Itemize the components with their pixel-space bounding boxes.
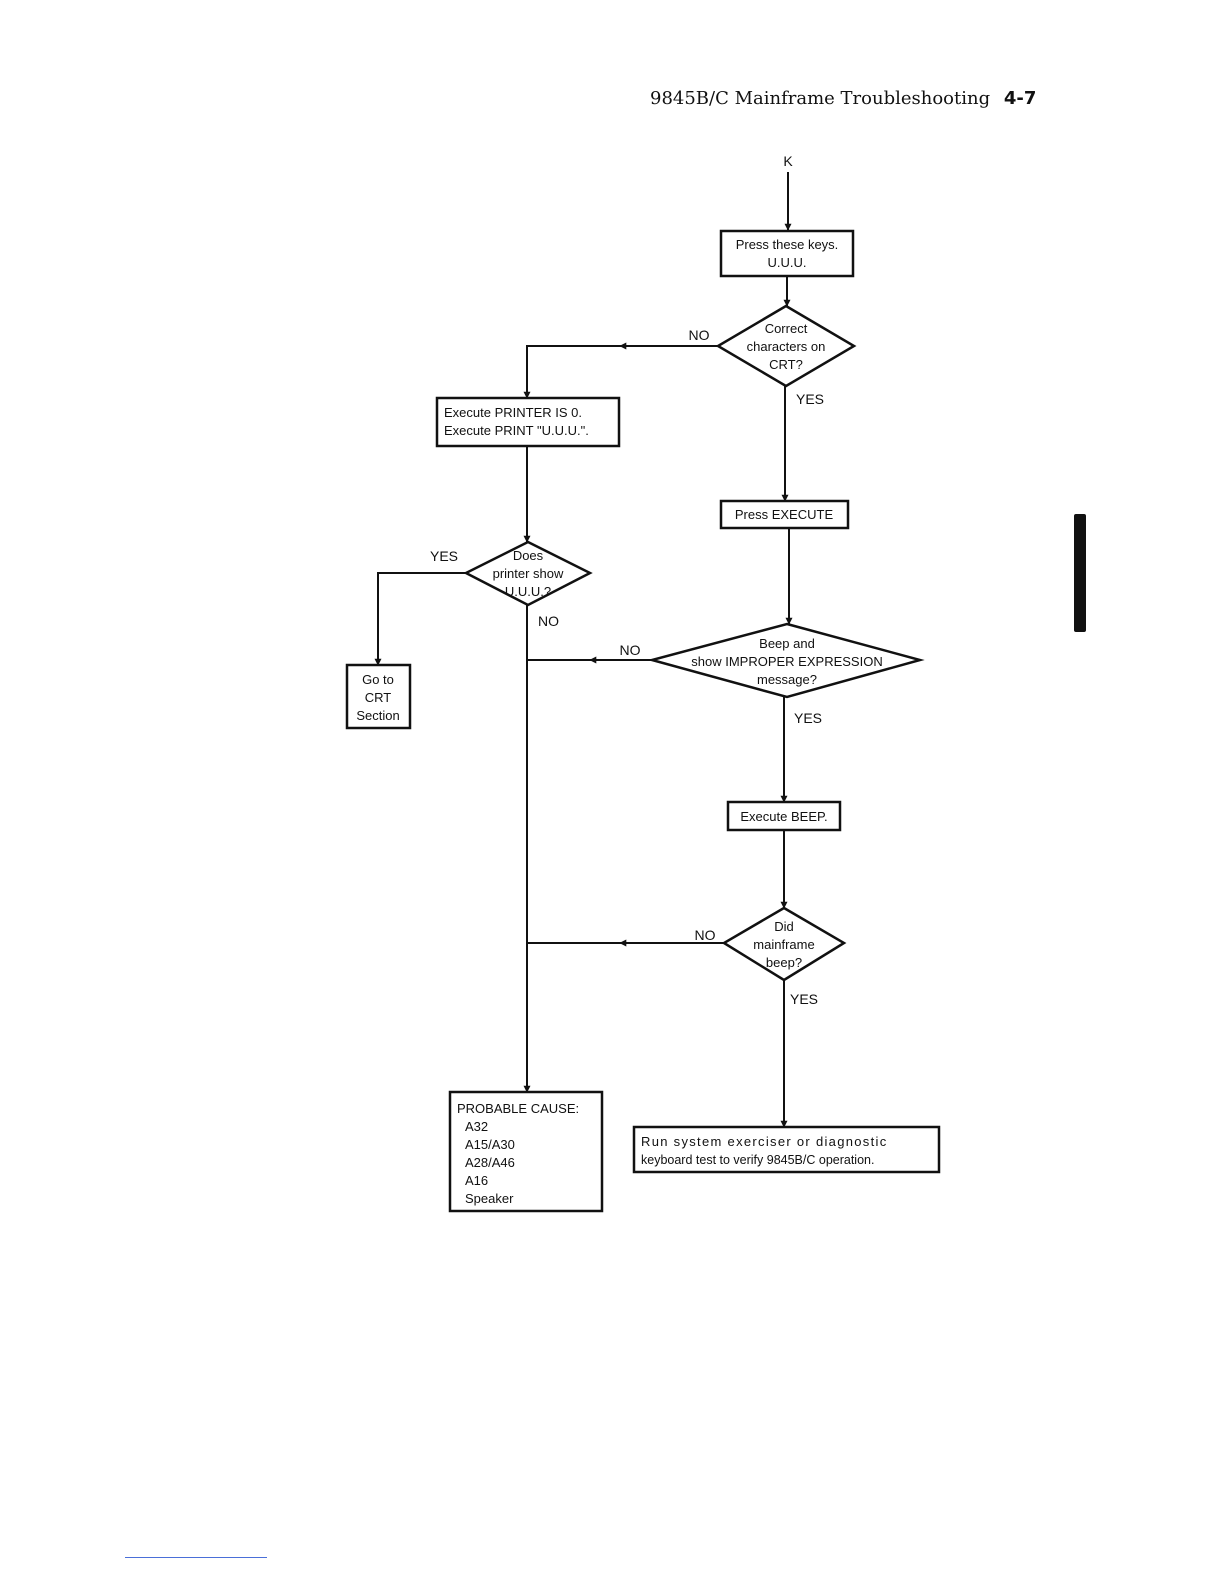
- press-keys-box: Press these keys. U.U.U.: [719, 229, 855, 278]
- probable-cause-item-5: Speaker: [465, 1191, 514, 1206]
- did-beep-no-label: NO: [695, 927, 716, 943]
- printer-show-line-3: U.U.U.?: [505, 584, 551, 599]
- did-beep-yes-label: YES: [790, 991, 818, 1007]
- beep-no-label: NO: [620, 642, 641, 658]
- execute-printer-box: Execute PRINTER IS 0. Execute PRINT "U.U…: [435, 396, 621, 448]
- run-exerciser-box: Run system exerciser or diagnostic keybo…: [632, 1125, 941, 1174]
- arrow-printer-yes: [374, 572, 466, 666]
- correct-line-3: CRT?: [769, 357, 803, 372]
- go-to-crt-line-1: Go to: [362, 672, 394, 687]
- press-keys-line-2: U.U.U.: [768, 255, 807, 270]
- probable-cause-box: PROBABLE CAUSE: A32 A15/A30 A28/A46 A16 …: [448, 1090, 604, 1213]
- arrow-correct-no-down: [523, 345, 620, 399]
- probable-cause-item-1: A32: [465, 1119, 488, 1134]
- section-thumb-tab: [1074, 514, 1086, 632]
- page-number: 4-7: [1003, 88, 1037, 109]
- press-execute-box: Press EXECUTE: [719, 499, 850, 530]
- did-beep-line-1: Did: [774, 919, 794, 934]
- press-execute-label: Press EXECUTE: [735, 507, 834, 522]
- correct-line-2: characters on: [747, 339, 826, 354]
- probable-cause-title: PROBABLE CAUSE:: [457, 1101, 579, 1116]
- beep-improper-line-3: message?: [757, 672, 817, 687]
- did-beep-decision: Did mainframe beep?: [721, 906, 847, 982]
- header-title: 9845B/C Mainframe Troubleshooting: [650, 88, 991, 109]
- did-beep-line-3: beep?: [766, 955, 802, 970]
- beep-improper-line-1: Beep and: [759, 636, 815, 651]
- printer-yes-label: YES: [430, 548, 458, 564]
- beep-yes-label: YES: [794, 710, 822, 726]
- printer-show-line-1: Does: [513, 548, 544, 563]
- did-beep-line-2: mainframe: [753, 937, 814, 952]
- page-header: 9845B/C Mainframe Troubleshooting 4-7: [650, 88, 1036, 109]
- correct-characters-decision: Correct characters on CRT?: [715, 304, 857, 388]
- run-exerciser-line-1: Run system exerciser or diagnostic: [641, 1134, 888, 1149]
- beep-improper-line-2: show IMPROPER EXPRESSION: [691, 654, 882, 669]
- beep-improper-decision: Beep and show IMPROPER EXPRESSION messag…: [647, 622, 925, 699]
- go-to-crt-line-2: CRT: [365, 690, 392, 705]
- press-keys-line-1: Press these keys.: [736, 237, 839, 252]
- execute-beep-box: Execute BEEP.: [726, 800, 842, 832]
- printer-show-line-2: printer show: [493, 566, 564, 581]
- printer-no-label: NO: [538, 613, 559, 629]
- run-exerciser-line-2: keyboard test to verify 9845B/C operatio…: [641, 1153, 874, 1167]
- execute-printer-line-1: Execute PRINTER IS 0.: [444, 405, 582, 420]
- probable-cause-item-4: A16: [465, 1173, 488, 1188]
- go-to-crt-box: Go to CRT Section: [345, 663, 412, 730]
- correct-no-label: NO: [689, 327, 710, 343]
- probable-cause-item-3: A28/A46: [465, 1155, 515, 1170]
- execute-printer-line-2: Execute PRINT "U.U.U.".: [444, 423, 589, 438]
- printer-show-decision: Does printer show U.U.U.?: [463, 540, 593, 607]
- go-to-crt-line-3: Section: [356, 708, 399, 723]
- execute-beep-label: Execute BEEP.: [740, 809, 827, 824]
- correct-yes-label: YES: [796, 391, 824, 407]
- footer-rule: [125, 1557, 267, 1558]
- probable-cause-item-2: A15/A30: [465, 1137, 515, 1152]
- entry-connector-label: K: [783, 153, 793, 169]
- flow-connectors: [374, 172, 793, 1128]
- correct-line-1: Correct: [765, 321, 808, 336]
